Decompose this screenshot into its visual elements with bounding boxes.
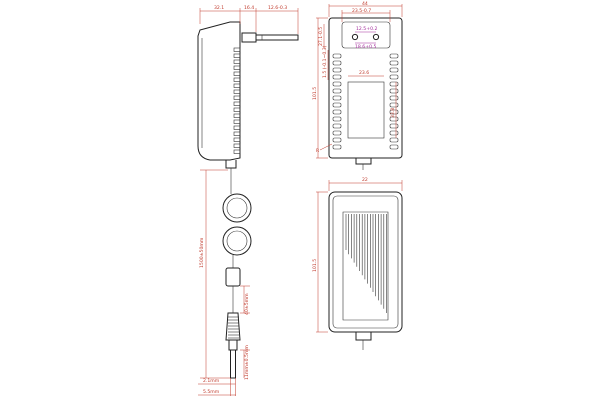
- pin-right: [372, 33, 380, 41]
- side-fin: [233, 107, 241, 112]
- side-fin: [233, 53, 241, 58]
- front-fin-right: [389, 144, 399, 150]
- side-fin: [233, 65, 241, 70]
- front-fin-left: [332, 74, 342, 80]
- front-fin-right: [389, 130, 399, 136]
- dim-cable-seg: 40±5mm: [244, 293, 250, 315]
- side-fin: [233, 71, 241, 76]
- side-fin: [233, 137, 241, 142]
- dim-radius: R: [316, 148, 320, 154]
- side-view: 32.1 16.4 12.6-0.3: [197, 5, 299, 190]
- back-ribs: [345, 214, 387, 313]
- front-fin-right: [389, 102, 399, 108]
- front-fin-left: [332, 130, 342, 136]
- prong-base: [241, 32, 257, 43]
- side-fin: [233, 47, 241, 52]
- plug-strain-relief: [225, 312, 241, 341]
- cable-assembly: 1500±50mm 40±5mm 11mm±0.5mm 2.1mm 5.5mm: [198, 169, 252, 396]
- front-fin-left: [332, 109, 342, 115]
- front-fin-right: [389, 88, 399, 94]
- front-fin-left: [332, 123, 342, 129]
- side-fins: [233, 47, 241, 154]
- front-fin-right: [389, 95, 399, 101]
- dim-front-inner: 23.5-0.7: [352, 8, 371, 14]
- side-fin: [233, 119, 241, 124]
- dim-pin-span: 18.6+0.5: [355, 44, 376, 50]
- front-view: 12.5+0.2 18.6+0.5 44 23.5-0.7 101.5 27.1…: [312, 1, 403, 170]
- dc-plug-barrel: [230, 349, 236, 379]
- dim-prong-base: 16.4: [244, 5, 254, 11]
- cable-coil-2: [222, 226, 252, 256]
- dim-plug-outer: 5.5mm: [203, 389, 220, 395]
- front-fin-right: [389, 109, 399, 115]
- front-fin-right: [389, 74, 399, 80]
- label-window: [347, 81, 385, 139]
- front-fin-right: [389, 137, 399, 143]
- dim-plug-inner: 2.1mm: [203, 378, 220, 384]
- back-body: [328, 191, 403, 333]
- side-fin: [233, 131, 241, 136]
- dim-cable-length: 1500±50mm: [199, 237, 205, 268]
- front-fin-left: [332, 88, 342, 94]
- side-fin: [233, 77, 241, 82]
- front-fin-right: [389, 123, 399, 129]
- front-fin-left: [332, 116, 342, 122]
- dim-window-height: 33.8: [390, 108, 396, 118]
- cable-coil-1: [222, 193, 252, 223]
- side-fin: [233, 95, 241, 100]
- front-fin-right: [389, 60, 399, 66]
- side-fin: [233, 113, 241, 118]
- dim-front-height: 101.5: [312, 87, 318, 100]
- plug-body: [228, 339, 238, 351]
- front-body: [328, 17, 403, 159]
- dim-plug-length: 11mm±0.5mm: [244, 345, 250, 380]
- prong-pin: [255, 34, 299, 41]
- front-fin-left: [332, 67, 342, 73]
- dim-pin-spacing: 12.5+0.2: [356, 26, 377, 32]
- side-fin: [233, 89, 241, 94]
- dim-prong-side-a: 27.1-0.5: [318, 27, 324, 46]
- front-fin-left: [332, 137, 342, 143]
- front-fin-right: [389, 116, 399, 122]
- front-fin-right: [389, 53, 399, 59]
- dim-back-width: 22: [362, 177, 368, 183]
- dim-window-width: 23.6: [359, 70, 369, 76]
- dim-prong-side-b: 1.5 (-0.1~0.3): [322, 45, 328, 78]
- front-fins: [332, 53, 399, 150]
- front-fin-left: [332, 53, 342, 59]
- side-fin: [233, 125, 241, 130]
- front-fin-left: [332, 95, 342, 101]
- side-fin: [233, 101, 241, 106]
- pin-left: [351, 33, 359, 41]
- side-fin: [233, 149, 241, 154]
- side-fin: [233, 59, 241, 64]
- dim-back-height: 101.5: [312, 259, 318, 272]
- dim-side-width: 32.1: [214, 5, 224, 11]
- dim-front-width: 44: [362, 1, 368, 7]
- ferrite-core: [225, 267, 241, 287]
- back-view: 22 101.5: [312, 177, 403, 350]
- front-fin-left: [332, 102, 342, 108]
- front-fin-left: [332, 60, 342, 66]
- front-fin-left: [332, 81, 342, 87]
- front-fin-left: [332, 144, 342, 150]
- side-fin: [233, 83, 241, 88]
- side-fin: [233, 143, 241, 148]
- front-fin-right: [389, 81, 399, 87]
- front-fin-right: [389, 67, 399, 73]
- dim-prong-len: 12.6-0.3: [268, 5, 287, 11]
